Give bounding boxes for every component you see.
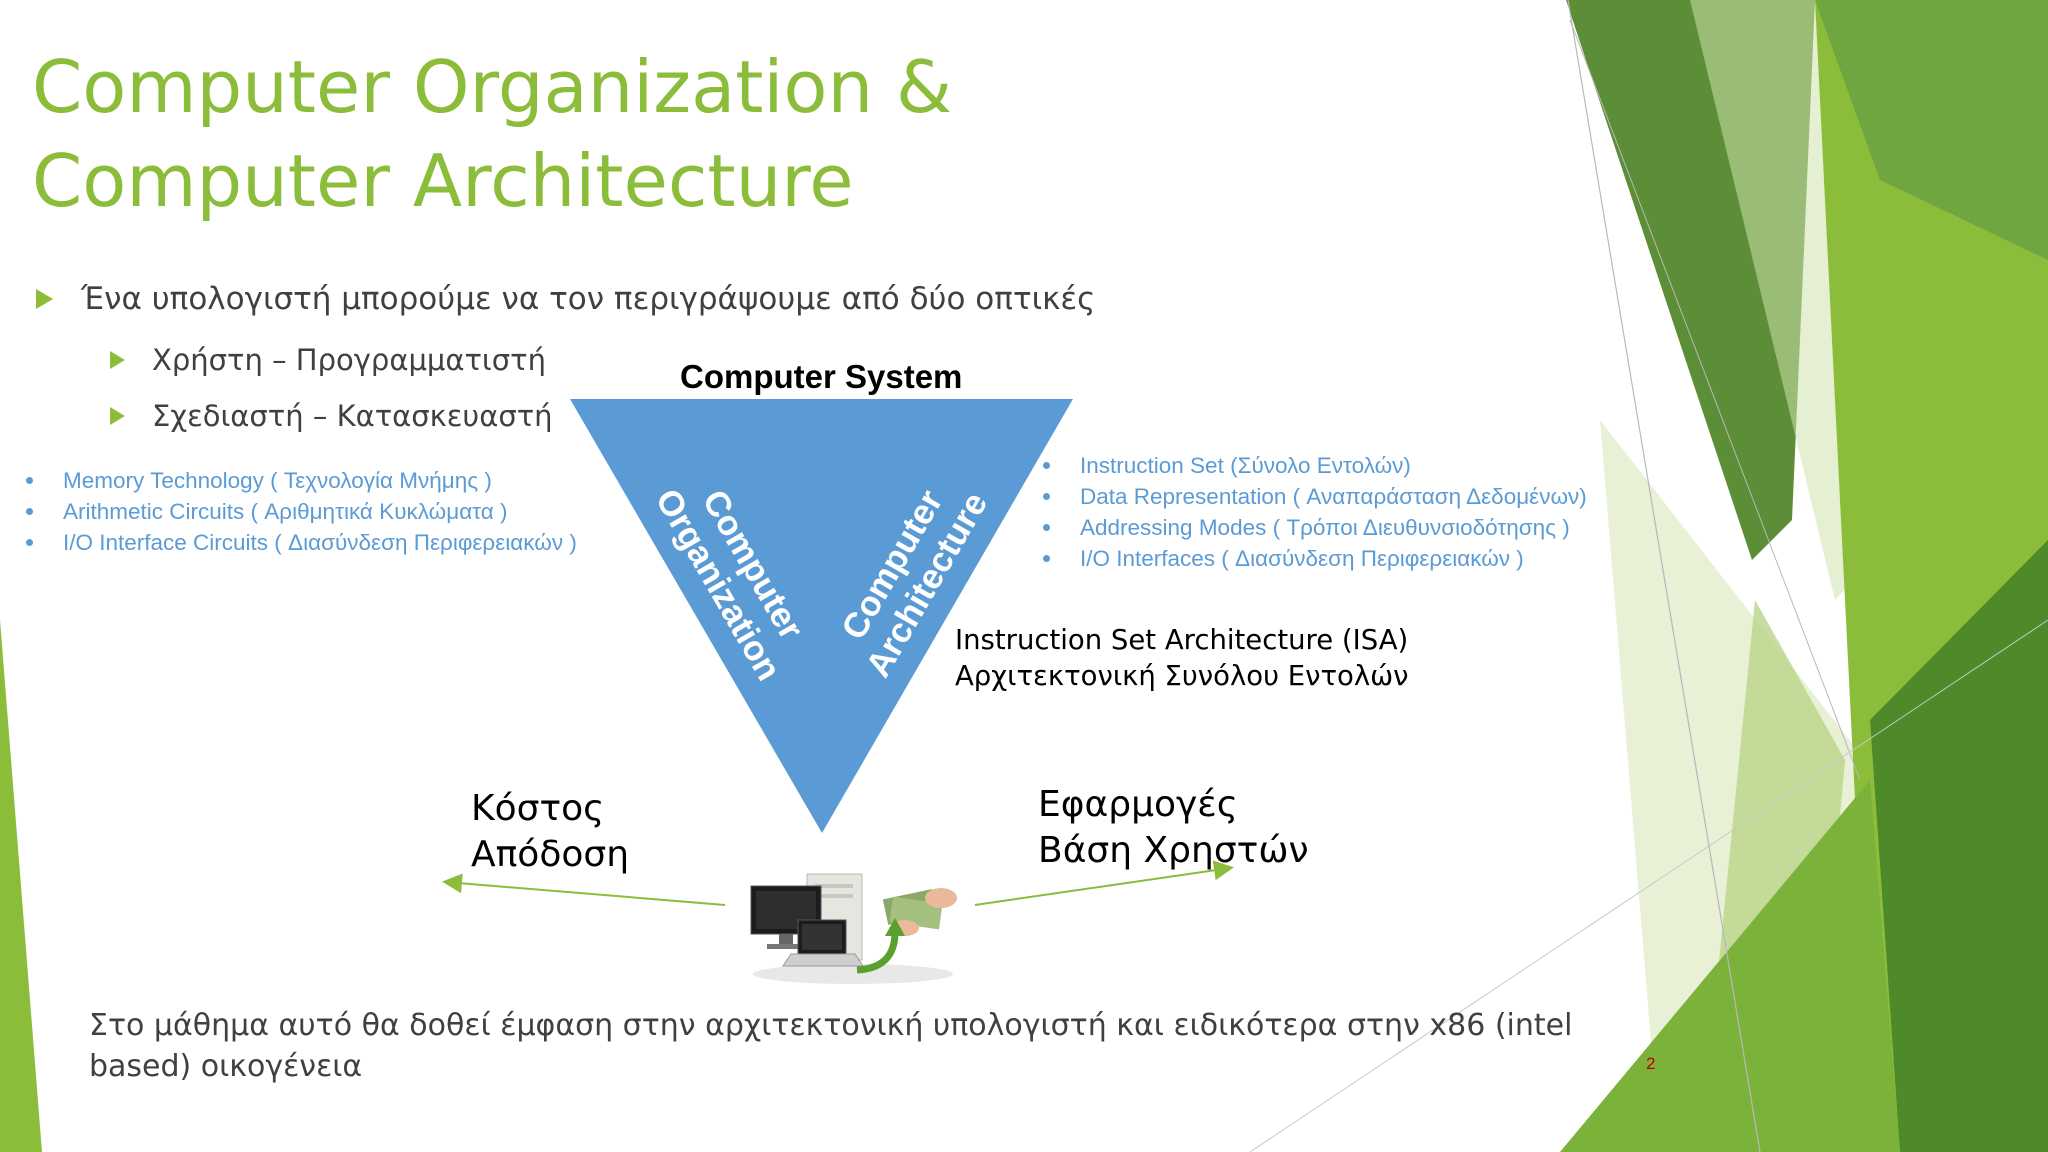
applications-userbase-label: Εφαρμογές Βάση Χρηστών — [1038, 782, 1309, 874]
bullet-dot-icon — [26, 508, 33, 515]
bullet-dot-icon — [1043, 555, 1050, 562]
left-arrow — [442, 873, 726, 906]
slide-title: Computer Organization & Computer Archite… — [32, 40, 952, 228]
architecture-topics-list: Instruction Set (Σύνολο Εντολών) Data Re… — [1043, 450, 1587, 574]
page-number: 2 — [1646, 1054, 1656, 1073]
decor-line-3 — [1249, 619, 2048, 1152]
bullet-arrow-icon — [110, 351, 125, 369]
bullet-dot-icon — [1043, 462, 1050, 469]
list-item-text: Data Representation ( Αναπαράσταση Δεδομ… — [1080, 484, 1587, 509]
course-emphasis-note: Στο μάθημα αυτό θα δοθεί έμφαση στην αρχ… — [89, 1005, 1572, 1087]
sub-bullet-1: Χρήστη – Προγραμματιστή — [110, 343, 546, 377]
bullet-arrow-icon — [36, 289, 53, 309]
bullet-dot-icon — [26, 539, 33, 546]
list-item-text: I/O Interface Circuits ( Διασύνδεση Περι… — [63, 530, 577, 555]
title-line-2: Computer Architecture — [32, 139, 854, 223]
isa-label: Instruction Set Architecture (ISA) Αρχιτ… — [955, 622, 1409, 694]
list-item: I/O Interfaces ( Διασύνδεση Περιφερειακώ… — [1043, 543, 1587, 574]
list-item-text: Instruction Set (Σύνολο Εντολών) — [1080, 453, 1411, 478]
sub-bullet-1-text: Χρήστη – Προγραμματιστή — [152, 343, 546, 377]
bullet-dot-icon — [1043, 524, 1050, 531]
decor-line-1 — [1567, 0, 1761, 1152]
footer-line-2: based) οικογένεια — [89, 1049, 363, 1084]
list-item-text: Addressing Modes ( Τρόποι Διευθυνσιοδότη… — [1080, 515, 1570, 540]
right-arrow — [974, 860, 1234, 906]
applications-text: Εφαρμογές — [1038, 784, 1238, 825]
list-item: Arithmetic Circuits ( Αριθμητικά Κυκλώμα… — [26, 496, 577, 527]
list-item-text: I/O Interfaces ( Διασύνδεση Περιφερειακώ… — [1080, 546, 1524, 571]
list-item: Addressing Modes ( Τρόποι Διευθυνσιοδότη… — [1043, 512, 1587, 543]
sub-bullet-2: Σχεδιαστή – Κατασκευαστή — [110, 399, 553, 433]
right-bottom-shape — [1560, 780, 1900, 1152]
computer-system-title: Computer System — [680, 358, 963, 395]
performance-text: Απόδοση — [471, 834, 630, 875]
left-sliver-shape — [0, 620, 42, 1152]
list-item: Data Representation ( Αναπαράσταση Δεδομ… — [1043, 481, 1587, 512]
list-item-text: Arithmetic Circuits ( Αριθμητικά Κυκλώμα… — [63, 499, 508, 524]
right-top-corner-shape — [1815, 0, 2048, 260]
tradeoff-arrows — [442, 860, 1234, 906]
bullet-dot-icon — [26, 477, 33, 484]
triangle-shape — [570, 399, 1073, 833]
cost-text: Κόστος — [471, 788, 605, 829]
computers-and-money-icon — [750, 873, 957, 984]
system-triangle — [570, 399, 1073, 833]
main-bullet: Ένα υπολογιστή μπορούμε να τον περιγράψο… — [36, 281, 1095, 317]
list-item: I/O Interface Circuits ( Διασύνδεση Περι… — [26, 527, 577, 558]
isa-line-2: Αρχιτεκτονική Συνόλου Εντολών — [955, 660, 1409, 692]
list-item: Memory Technology ( Τεχνολογία Μνήμης ) — [26, 465, 577, 496]
footer-line-1: Στο μάθημα αυτό θα δοθεί έμφαση στην αρχ… — [89, 1008, 1573, 1043]
sub-bullet-2-text: Σχεδιαστή – Κατασκευαστή — [152, 399, 553, 433]
cost-performance-label: Κόστος Απόδοση — [471, 786, 629, 878]
main-bullet-text: Ένα υπολογιστή μπορούμε να τον περιγράψο… — [81, 281, 1096, 317]
list-item-text: Memory Technology ( Τεχνολογία Μνήμης ) — [63, 468, 492, 493]
decor-line-2 — [1569, 19, 1861, 781]
userbase-text: Βάση Χρηστών — [1038, 830, 1309, 871]
right-deep-shape — [1870, 540, 2048, 1152]
title-line-1: Computer Organization & — [32, 45, 953, 129]
isa-line-1: Instruction Set Architecture (ISA) — [955, 624, 1409, 656]
bullet-arrow-icon — [110, 407, 125, 425]
organization-topics-list: Memory Technology ( Τεχνολογία Μνήμης ) … — [26, 465, 577, 558]
bullet-dot-icon — [1043, 493, 1050, 500]
list-item: Instruction Set (Σύνολο Εντολών) — [1043, 450, 1587, 481]
